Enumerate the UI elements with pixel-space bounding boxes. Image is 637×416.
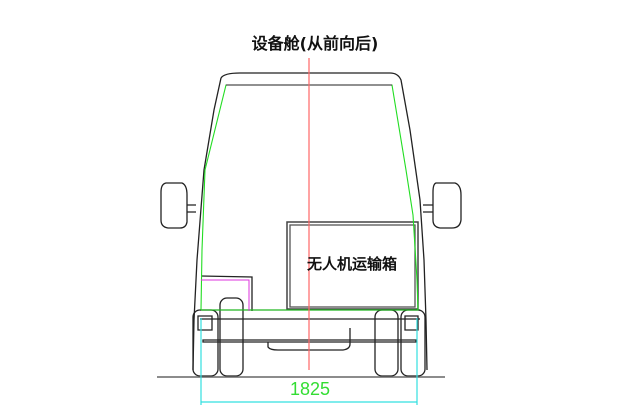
transport-box-outer [286, 221, 419, 310]
wheel-left-outer [192, 309, 219, 377]
wheel-left-inner [219, 297, 244, 377]
mirror-left [160, 182, 196, 229]
bumper-hump [267, 328, 351, 351]
transport-box-inner [289, 224, 416, 308]
wheel-right-inner [374, 309, 399, 377]
cabinet-inner [201, 279, 250, 311]
headlight-right [404, 315, 419, 331]
transport-box-label: 无人机运输箱 [306, 255, 397, 273]
body-outline [192, 72, 428, 371]
mirror-right [423, 182, 462, 229]
width-dimension-label: 1825 [289, 379, 331, 399]
inner-outline [200, 84, 419, 311]
cabinet [200, 275, 253, 311]
headlight-left [197, 315, 213, 331]
drawing-title: 设备舱(从前向后) [251, 34, 379, 53]
bumper [200, 309, 420, 343]
